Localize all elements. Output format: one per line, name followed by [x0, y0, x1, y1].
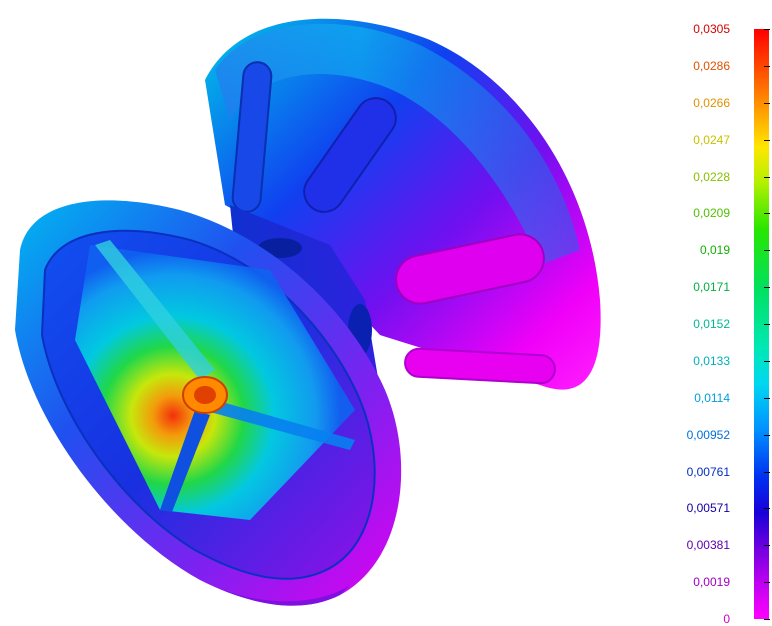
legend-label: 0,0266	[693, 95, 730, 110]
legend-tick	[764, 435, 770, 436]
legend-label: 0,0171	[693, 280, 730, 295]
legend-tick	[764, 287, 770, 288]
legend-label: 0,00381	[686, 538, 730, 553]
back-slot-2	[303, 97, 397, 213]
legend-tick	[764, 177, 770, 178]
color-scale-bar	[754, 29, 769, 619]
displacement-result-view	[15, 18, 601, 606]
legend-label: 0,0019	[693, 575, 730, 590]
legend-label: 0,0228	[693, 169, 730, 184]
legend-tick	[764, 213, 770, 214]
legend-label: 0,0305	[693, 22, 730, 36]
legend-tick	[764, 545, 770, 546]
legend-tick	[764, 508, 770, 509]
legend-tick	[764, 103, 770, 104]
legend-tick	[764, 472, 770, 473]
back-flange	[205, 18, 601, 390]
legend-label: 0,0209	[693, 206, 730, 221]
legend-tick	[764, 140, 770, 141]
legend-label: 0,00571	[686, 501, 730, 516]
legend-tick	[764, 250, 770, 251]
legend-tick	[764, 66, 770, 67]
legend-tick	[764, 619, 770, 620]
legend-tick	[764, 582, 770, 583]
legend-label: 0	[723, 612, 730, 626]
spoke-right	[210, 400, 355, 450]
legend-label: 0,0114	[694, 390, 730, 405]
legend-tick	[764, 361, 770, 362]
spoke-upper	[95, 240, 215, 380]
legend-label: 0,0286	[693, 58, 730, 73]
legend-tick	[764, 29, 770, 30]
legend-label: 0,00761	[686, 464, 730, 479]
back-slot-4	[404, 347, 556, 385]
legend-label: 0,0247	[693, 132, 730, 147]
legend-label: 0,019	[699, 243, 730, 258]
spoke-lower	[160, 410, 210, 512]
legend-tick	[764, 324, 770, 325]
legend-label: 0,00952	[686, 427, 730, 442]
color-scale-legend: 0,0305 0,0286 0,0266 0,0247 0,0228 0,0209 0,01…	[660, 0, 772, 626]
front-flange	[15, 200, 402, 606]
legend-tick	[764, 398, 770, 399]
legend-label: 0,0133	[693, 353, 730, 368]
legend-label: 0,0152	[693, 317, 730, 331]
back-slot-3	[395, 233, 545, 305]
